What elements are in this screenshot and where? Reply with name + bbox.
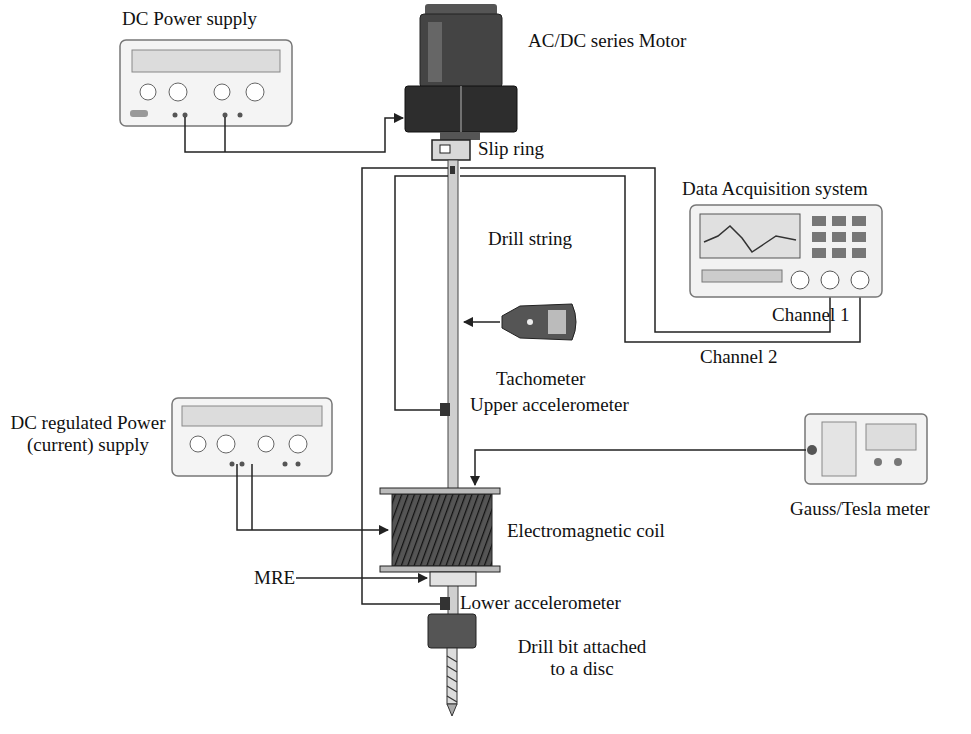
part-label: Channel 1 — [772, 304, 850, 326]
mre-element — [430, 572, 476, 586]
part-label: Data Acquisition system — [682, 178, 868, 200]
probe-wire — [475, 450, 806, 485]
ac-dc-motor — [405, 4, 517, 140]
dc-power-supply — [120, 40, 292, 126]
part-label: Electromagnetic coil — [507, 520, 665, 542]
lower-accelerometer — [440, 597, 450, 610]
part-label: Tachometer — [496, 368, 585, 390]
part-label: Drill string — [488, 228, 572, 250]
data-acquisition-device — [690, 205, 882, 297]
supply-wire — [185, 117, 403, 152]
part-label: Channel 2 — [700, 346, 778, 368]
string-sensor — [450, 166, 455, 174]
part-label: AC/DC series Motor — [528, 30, 686, 52]
part-label: Lower accelerometer — [460, 592, 621, 614]
tachometer-device — [464, 304, 576, 340]
part-label: Upper accelerometer — [470, 394, 629, 416]
part-label: Slip ring — [478, 138, 544, 160]
part-label: DC regulated Power (current) supply — [8, 412, 168, 456]
slip-ring-brush — [440, 145, 450, 153]
part-label: MRE — [254, 567, 295, 589]
upper-accelerometer — [440, 403, 450, 416]
slip-ring — [432, 140, 470, 160]
part-label: Gauss/Tesla meter — [790, 498, 930, 520]
coil-supply-wire — [237, 464, 388, 530]
coil-supply-wire — [251, 464, 253, 530]
drill-bit-disc — [428, 614, 476, 716]
part-label: DC Power supply — [122, 8, 257, 30]
gauss-meter-device — [805, 414, 927, 484]
electromagnetic-coil — [380, 488, 500, 572]
part-label: Drill bit attached to a disc — [512, 636, 652, 680]
mre-leader — [296, 577, 427, 579]
